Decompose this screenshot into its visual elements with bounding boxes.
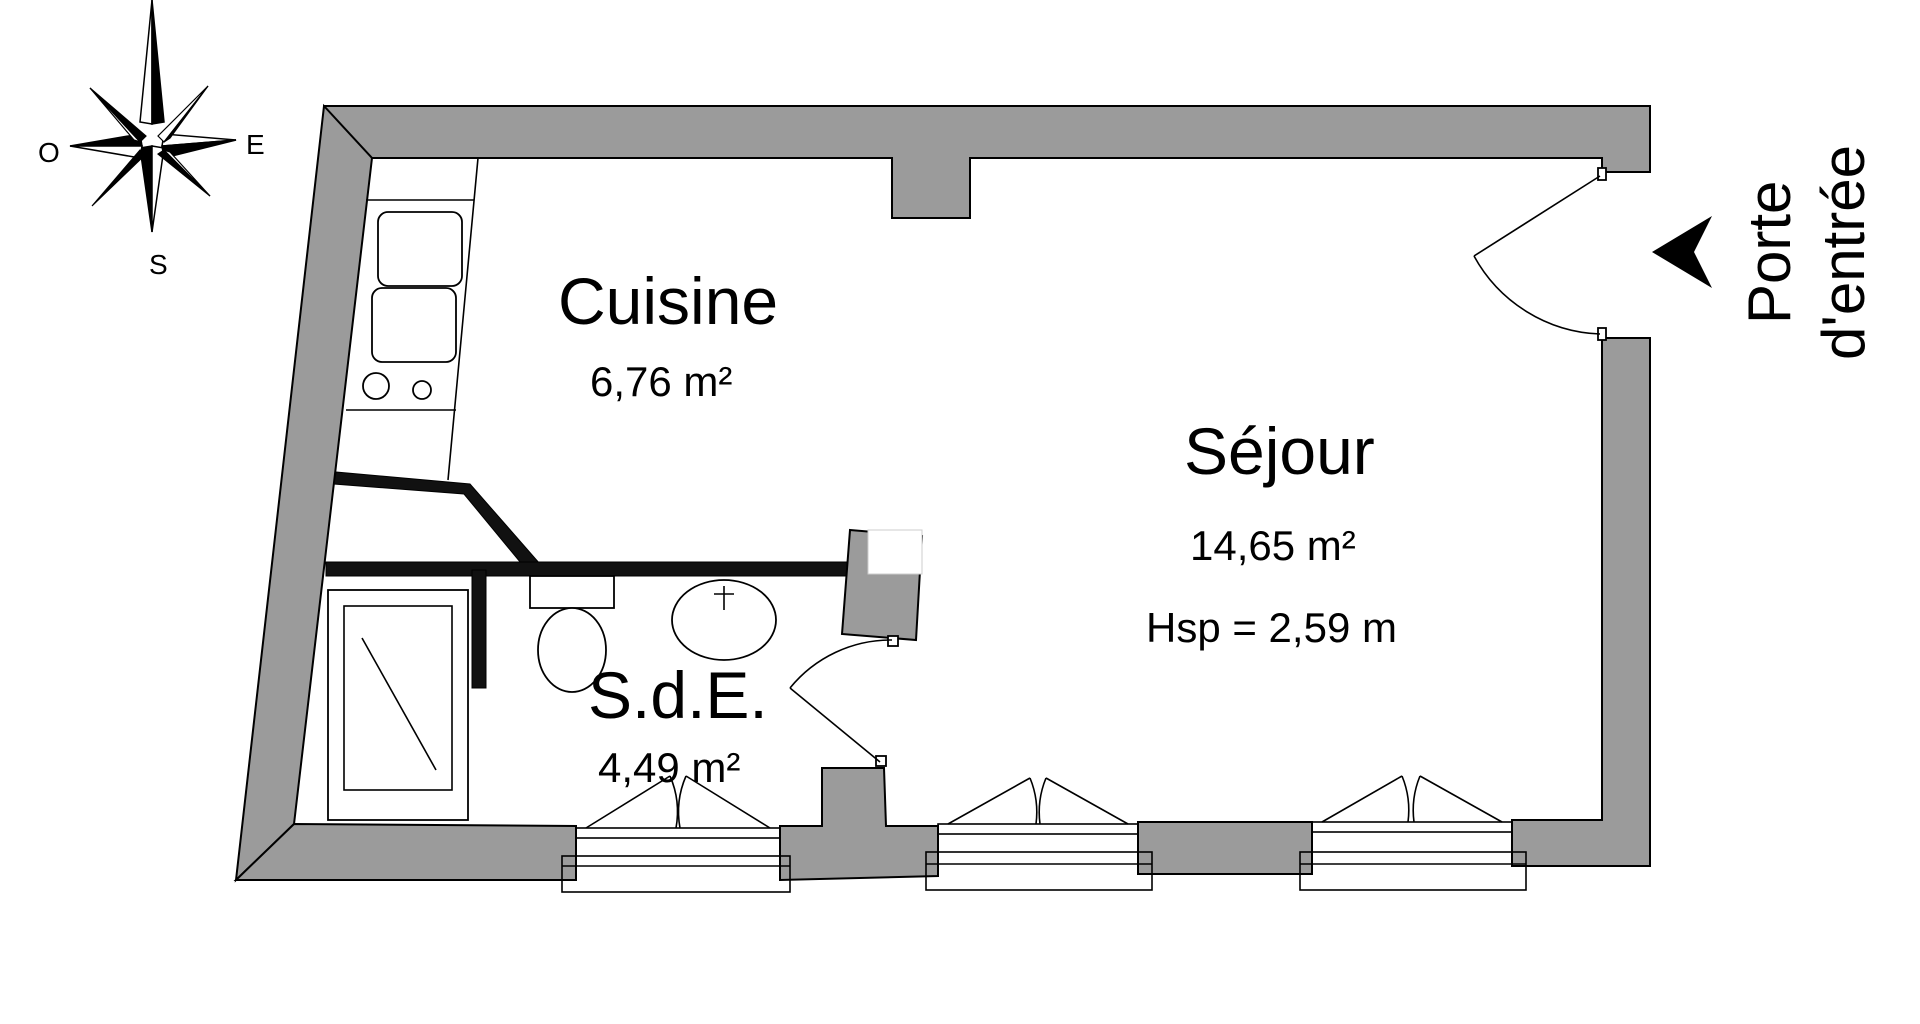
shower-tray (327, 589, 469, 821)
hob-burner-2 (412, 380, 432, 400)
partition-shower-side (471, 569, 487, 689)
bathroom-door (789, 635, 899, 767)
compass-north-spike-left (139, 0, 153, 125)
compass-sw-spike (91, 149, 147, 207)
wall-right (1511, 337, 1651, 867)
compass-ne-spike-dark (163, 85, 209, 143)
entrance-arrow-icon (1652, 216, 1712, 288)
exterior-walls (233, 103, 1651, 883)
sink-basin-2 (371, 287, 457, 363)
bathroom-name: S.d.E. (588, 658, 768, 732)
stub-highlight (867, 529, 923, 575)
compass-east-label: E (246, 129, 265, 160)
window-2 (925, 777, 1153, 891)
compass-west-spike-bottom (69, 145, 143, 159)
windows (561, 775, 1527, 893)
living-ceiling-height: Hsp = 2,59 m (1146, 604, 1397, 651)
sink-basin-1 (377, 211, 463, 287)
toilet-bowl (537, 607, 607, 693)
bathroom-fixtures (327, 575, 777, 821)
entrance-door (1473, 167, 1607, 341)
wall-pier-1 (779, 767, 939, 882)
living-name: Séjour (1184, 414, 1375, 488)
compass-west-label: O (38, 137, 60, 168)
compass-nw-spike-light (89, 87, 141, 143)
kitchen-name: Cuisine (558, 264, 778, 338)
compass-ne-spike (157, 85, 209, 143)
compass-north-spike-right (151, 0, 165, 125)
compass-south-label: S (149, 249, 168, 280)
partition-kitchen-diagonal (333, 471, 541, 575)
compass-nw-spike (89, 87, 147, 143)
partitions (325, 471, 849, 689)
kitchen-area: 6,76 m² (590, 358, 732, 405)
wall-top (323, 105, 1651, 219)
wall-bottom-left (233, 822, 577, 881)
window-3 (1299, 775, 1527, 891)
compass-se-spike (156, 149, 211, 197)
compass-se-spike-light (163, 149, 211, 197)
compass-rose: O E S (38, 0, 265, 280)
kitchen-counter (346, 157, 479, 481)
window-1 (561, 775, 791, 893)
compass-south-spike-right (151, 145, 165, 233)
bathroom-area: 4,49 m² (598, 744, 740, 791)
compass-south-spike-left (139, 145, 153, 233)
hob-burner-1 (362, 372, 390, 400)
entrance-label-line1: Porte (1736, 181, 1803, 324)
washbasin (671, 579, 777, 661)
entrance-label-line2: d'entrée (1810, 145, 1877, 360)
toilet-cistern (529, 575, 615, 609)
living-area: 14,65 m² (1190, 522, 1356, 569)
wall-pier-2 (1137, 821, 1313, 875)
partition-bathroom-top (325, 561, 849, 577)
